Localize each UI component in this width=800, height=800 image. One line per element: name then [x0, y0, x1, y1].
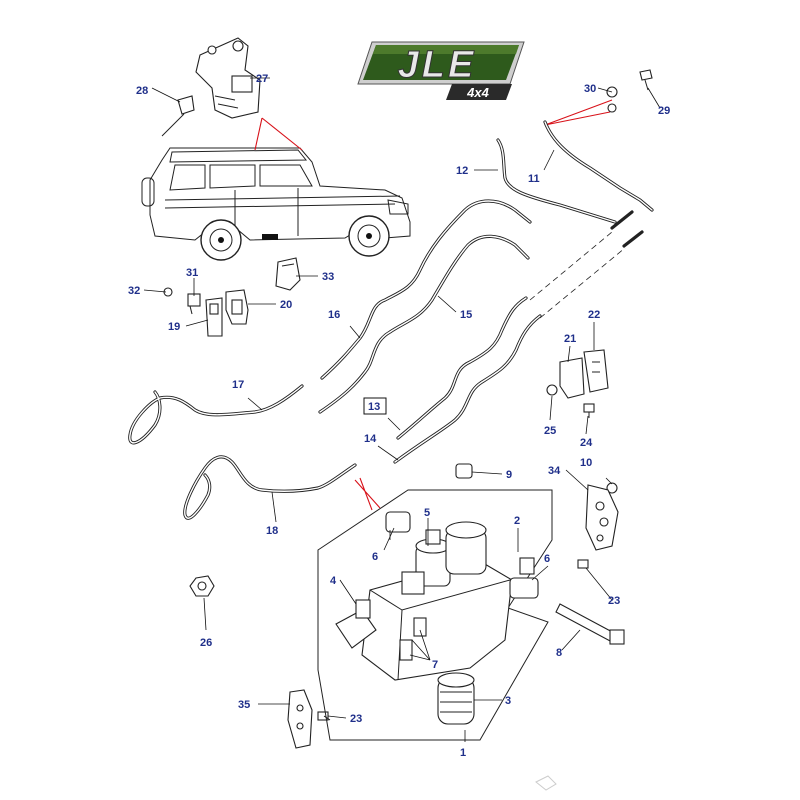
label-28: 28: [136, 85, 148, 97]
leader-lines: [143, 77, 661, 742]
label-13-box: [363, 397, 387, 415]
label-18: 18: [266, 525, 278, 537]
label-31: 31: [186, 267, 198, 279]
label-12: 12: [456, 165, 468, 177]
label-8: 8: [556, 647, 562, 659]
part-10-nut: [606, 482, 618, 494]
label-1: 1: [460, 747, 466, 759]
pipe-18: [183, 455, 357, 520]
part-8-bolt: [555, 603, 625, 645]
pipe-16: [320, 199, 532, 380]
label-35: 35: [238, 699, 250, 711]
pipe-12: [496, 138, 617, 224]
part-24-bolt: [583, 403, 595, 418]
label-6b: 6: [544, 553, 550, 565]
label-20: 20: [280, 299, 292, 311]
label-21: 21: [564, 333, 576, 345]
label-33: 33: [322, 271, 334, 283]
label-32: 32: [128, 285, 140, 297]
callout-labels: 1 2 3 4 5 6 6 7 8 9 10 11 12 13 14 15 16…: [128, 73, 670, 759]
label-10: 10: [580, 457, 592, 469]
pipe-17: [128, 384, 304, 445]
label-2: 2: [514, 515, 520, 527]
corner-mark: [535, 775, 557, 791]
part-20-grommet: [225, 289, 249, 325]
label-4: 4: [330, 575, 337, 587]
part-9-plug: [455, 463, 473, 479]
part-27-bracket: [195, 37, 261, 119]
jle-logo: JLE 4x4: [357, 41, 525, 100]
label-9: 9: [506, 469, 512, 481]
part-22-grommet: [583, 349, 609, 393]
label-30: 30: [584, 83, 596, 95]
label-34: 34: [548, 465, 561, 477]
part-21-clip: [559, 357, 585, 399]
label-17: 17: [232, 379, 244, 391]
part-28-screw: [161, 95, 195, 137]
label-16: 16: [328, 309, 340, 321]
label-11: 11: [528, 173, 540, 185]
label-6a: 6: [372, 551, 378, 563]
pipe-13: [396, 296, 528, 440]
pipe-14: [393, 314, 542, 464]
part-19-bracket: [205, 297, 223, 337]
part-25-nut: [546, 384, 558, 396]
part-26-nut: [189, 575, 215, 597]
label-7: 7: [432, 659, 438, 671]
label-19: 19: [168, 321, 180, 333]
label-3: 3: [505, 695, 511, 707]
part-29-bolt: [639, 69, 653, 91]
pipe-15: [318, 234, 530, 414]
label-13: 13: [368, 401, 380, 413]
label-22: 22: [588, 309, 600, 321]
pipe-11: [543, 120, 654, 212]
label-24: 24: [580, 437, 593, 449]
logo-sub: 4x4: [466, 85, 489, 100]
part-35-bracket: [287, 689, 313, 749]
label-23b: 23: [350, 713, 362, 725]
label-29: 29: [658, 105, 670, 117]
part-31-fitting: [187, 293, 201, 315]
logo-brand: JLE: [398, 44, 477, 86]
part-23-clip-a: [577, 559, 589, 569]
label-14: 14: [364, 433, 377, 445]
label-5: 5: [424, 507, 430, 519]
label-25: 25: [544, 425, 556, 437]
part-33-clip: [275, 257, 301, 291]
vehicle-illustration: [141, 147, 411, 261]
label-23a: 23: [608, 595, 620, 607]
valve-block-assembly: [317, 489, 553, 741]
label-15: 15: [460, 309, 472, 321]
label-27: 27: [256, 73, 268, 85]
label-26: 26: [200, 637, 212, 649]
part-34-bracket: [585, 484, 619, 551]
